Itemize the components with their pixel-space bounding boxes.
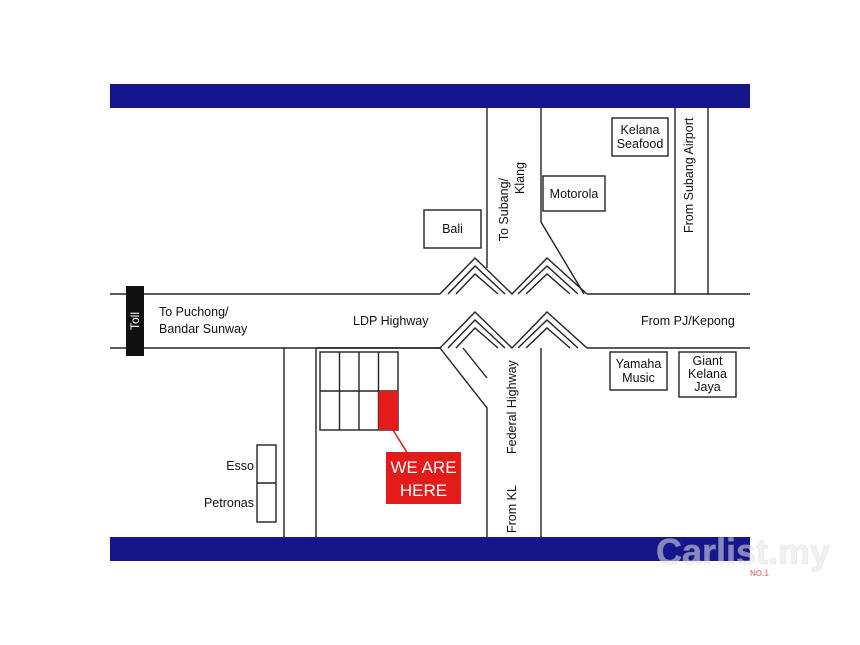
yamaha-music-line1: Yamaha [616,357,662,371]
place-esso-petronas: Esso Petronas [204,444,277,523]
ldp-highway-label: LDP Highway [353,314,429,328]
place-kelana-seafood: Kelana Seafood [611,117,669,157]
giant-line2: Kelana [688,367,727,381]
place-bali: Bali [423,209,482,249]
from-subang-airport-label: From Subang Airport [682,117,696,233]
watermark-brand: Carlist.my [656,531,830,572]
place-giant-kelana-jaya: Giant Kelana Jaya [678,351,737,398]
federal-highway-road [439,347,542,537]
marker-line2: HERE [400,481,447,500]
from-pj-kepong-label: From PJ/Kepong [641,314,735,328]
esso-label: Esso [226,459,254,473]
giant-line1: Giant [693,354,723,368]
to-puchong-line1: To Puchong/ [159,305,229,319]
to-puchong-line2: Bandar Sunway [159,322,248,336]
kelana-seafood-line1: Kelana [621,123,660,137]
watermark-tagline: NO.1 [750,569,769,578]
yamaha-music-line2: Music [622,371,655,385]
to-subang-line2: Klang [513,162,527,194]
federal-highway-label: Federal Highway [505,359,519,454]
petronas-label: Petronas [204,496,254,510]
toll-label: Toll [128,312,142,330]
to-subang-line1: To Subang/ [497,177,511,241]
from-kl-label: From KL [505,485,519,533]
bottom-blue-band [110,537,750,561]
motorola-label: Motorola [550,187,599,201]
toll-booth: Toll [126,286,144,356]
we-are-here-marker: WE ARE HERE [386,429,461,504]
ldp-highway-road [110,293,750,349]
to-subang-klang-road [486,108,585,295]
from-subang-airport-road [674,108,709,294]
carlist-watermark: Carlist.my NO.1 [656,531,831,578]
interchange [439,257,588,349]
side-road [283,347,440,537]
here-lot [378,391,398,430]
marker-line1: WE ARE [390,458,456,477]
top-blue-band [110,84,750,108]
place-motorola: Motorola [542,175,606,212]
giant-line3: Jaya [694,380,720,394]
place-yamaha-music: Yamaha Music [609,351,668,391]
bali-label: Bali [442,222,463,236]
kelana-seafood-line2: Seafood [617,137,664,151]
shop-lots [319,351,399,431]
